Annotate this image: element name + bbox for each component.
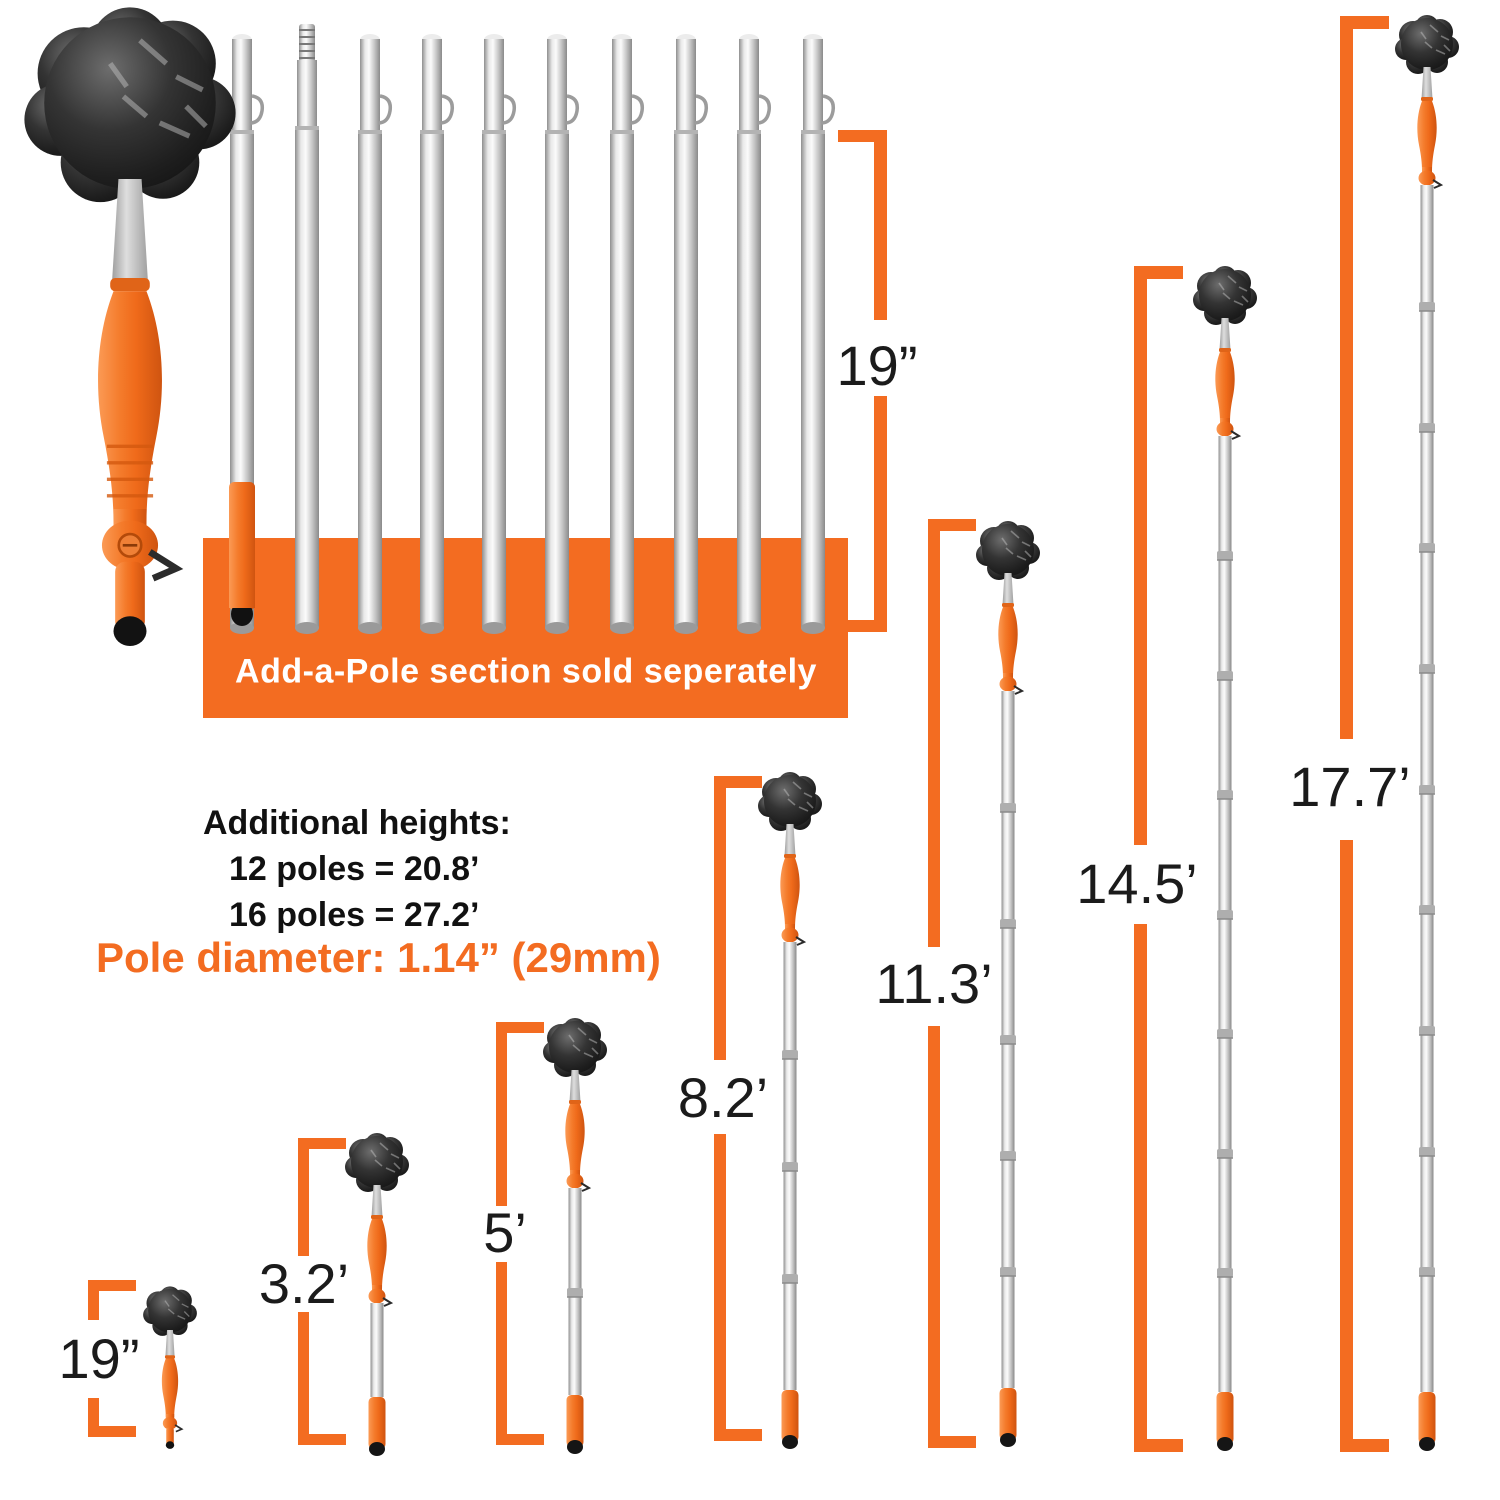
bracket-5ft	[496, 1022, 544, 1445]
measurement-19in: 19”	[58, 1327, 140, 1390]
bracket-14-5ft	[1134, 266, 1183, 1452]
duster-config-5ft	[543, 1018, 607, 1454]
measurement-pole-section: 19”	[836, 334, 918, 397]
bracket-17-7ft	[1340, 16, 1389, 1452]
pole-section-with-grip	[228, 32, 265, 636]
measurement-14-5ft: 14.5’	[1076, 852, 1198, 915]
bracket-3-2ft	[298, 1138, 346, 1445]
measurement-5ft: 5’	[483, 1201, 527, 1264]
pole-section-threaded	[295, 24, 319, 634]
additional-heights-note: Additional heights: 12 poles = 20.8’ 16 …	[203, 800, 511, 938]
banner-label: Add-a-Pole section sold seperately	[235, 652, 817, 691]
duster-config-14-5ft	[1193, 266, 1257, 1451]
bracket-8-2ft	[714, 776, 762, 1441]
bracket-11-3ft	[928, 519, 976, 1448]
measurement-17-7ft: 17.7’	[1289, 755, 1411, 818]
pole-rack	[228, 24, 836, 636]
additional-heights-12-poles: 12 poles = 20.8’	[229, 850, 480, 888]
cobweb-duster-main	[24, 7, 235, 646]
measurement-11-3ft: 11.3’	[875, 952, 993, 1015]
duster-config-8-2ft	[758, 772, 822, 1449]
bracket-19in	[88, 1280, 136, 1437]
duster-config-11-3ft	[976, 521, 1040, 1447]
measurement-8-2ft: 8.2’	[677, 1066, 769, 1129]
duster-config-17-7ft	[1395, 15, 1459, 1451]
pole-diameter-note: Pole diameter: 1.14” (29mm)	[96, 934, 661, 981]
measurement-brackets	[88, 16, 1389, 1452]
additional-heights-heading: Additional heights:	[203, 804, 511, 842]
bracket-pole-19in	[838, 130, 887, 632]
measurement-3-2ft: 3.2’	[258, 1252, 350, 1315]
additional-heights-16-poles: 16 poles = 27.2’	[229, 896, 480, 934]
duster-config-3-2ft	[345, 1133, 409, 1456]
duster-config-19in	[143, 1286, 197, 1449]
